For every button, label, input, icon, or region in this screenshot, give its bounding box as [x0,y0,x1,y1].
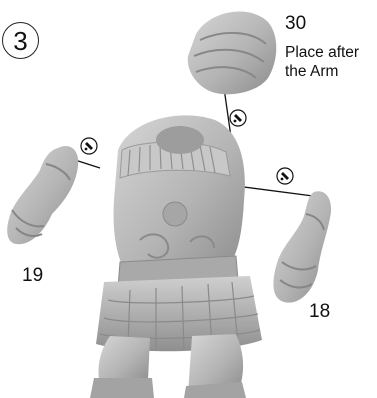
part-number-30: 30 [285,14,306,33]
placement-note: Place after the Arm [285,43,377,81]
torso-part [114,115,245,288]
left-arm-part [7,146,78,244]
step-number: 3 [13,28,27,54]
leader-line-left-arm [75,160,100,168]
step-number-badge: 3 [2,22,39,59]
placement-note-line2: the Arm [285,62,377,81]
glue-icon [277,168,293,184]
glue-icon [81,138,97,154]
glue-icon [230,110,246,126]
right-arm-part [273,191,331,302]
part-number-19: 19 [22,266,43,285]
shoulder-pad-part [188,12,277,95]
leader-line-right-arm [236,186,313,196]
part-number-18: 18 [309,302,330,321]
placement-note-line1: Place after [285,43,377,62]
